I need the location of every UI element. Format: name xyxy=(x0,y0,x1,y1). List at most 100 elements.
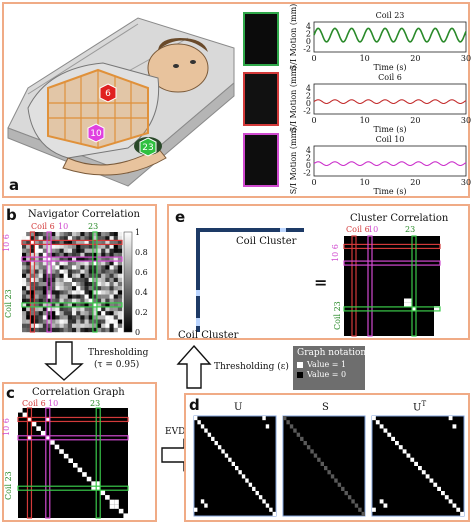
matrix-cell xyxy=(34,307,39,312)
diagonal-cell xyxy=(313,453,318,458)
diagonal-cell xyxy=(358,507,362,512)
matrix-cell xyxy=(88,261,94,266)
matrix-cell xyxy=(30,248,35,254)
diagonal-cell xyxy=(410,457,415,462)
diagonal-cell xyxy=(303,441,307,446)
matrix-cell xyxy=(101,327,106,333)
matrix-cell xyxy=(51,261,56,266)
diagonal-cell xyxy=(330,474,335,479)
matrix-cell xyxy=(59,273,64,279)
matrix-cell xyxy=(97,327,102,333)
matrix-cell xyxy=(51,319,56,324)
matrix-cell xyxy=(72,257,77,262)
plot-frame xyxy=(313,145,467,177)
matrix-cell xyxy=(80,282,85,287)
matrix-cell xyxy=(76,265,81,270)
matrix-cell xyxy=(88,269,94,274)
matrix-cell xyxy=(55,282,60,287)
matrix-cell xyxy=(47,273,52,279)
matrix-cell xyxy=(34,294,39,299)
matrix-cell xyxy=(51,240,56,245)
matrix-cell xyxy=(88,315,94,320)
colorbar-tick: 0.8 xyxy=(135,248,148,257)
matrix-cell xyxy=(97,236,102,241)
highlight-col xyxy=(95,407,101,519)
matrix-cell xyxy=(34,248,39,254)
matrix-cell xyxy=(26,290,31,295)
matrix-cell xyxy=(26,265,31,270)
matrix-cell xyxy=(109,307,114,312)
matrix-cell xyxy=(97,240,102,245)
matrix-cell xyxy=(55,261,60,266)
diagonal-cell xyxy=(245,478,249,483)
diagonal-cell xyxy=(40,430,46,436)
matrix-cell xyxy=(59,290,64,295)
diagonal-cell xyxy=(258,495,263,500)
matrix-cell xyxy=(80,244,85,249)
matrix-cell xyxy=(26,248,31,254)
panel-b-label: b xyxy=(6,206,17,224)
diagonal-cell xyxy=(114,504,119,509)
matrix-cell xyxy=(59,286,64,291)
matrix-cell xyxy=(22,240,27,245)
matrix-cell xyxy=(109,323,114,329)
matrix-cell xyxy=(42,277,48,283)
matrix-cell xyxy=(72,315,77,320)
colorbar-tick: 0.6 xyxy=(135,268,148,277)
matrix-cell xyxy=(22,298,27,304)
matrix-cell xyxy=(26,286,31,291)
matrix-cell xyxy=(63,232,69,237)
coil-6-marker: 6 xyxy=(105,89,111,99)
matrix-cell xyxy=(38,290,44,295)
matrix-cell xyxy=(34,273,39,279)
cluster-row-active xyxy=(280,228,286,232)
matrix-cell xyxy=(80,327,85,333)
matrix-cell xyxy=(47,311,52,316)
matrix-cell xyxy=(63,248,69,254)
matrix-cell xyxy=(47,294,52,299)
matrix-cell xyxy=(101,277,106,283)
matrix-cell xyxy=(105,319,110,324)
diagonal-cell xyxy=(252,486,256,491)
highlight-col xyxy=(45,407,51,519)
diagonal-cell xyxy=(317,457,321,462)
matrix-cell xyxy=(92,294,98,299)
matrix-cell xyxy=(55,265,60,270)
highlight-col xyxy=(92,231,98,333)
edge-cell xyxy=(109,504,115,509)
matrix-cell xyxy=(84,327,89,333)
matrix-cell xyxy=(113,282,119,287)
matrix-cell xyxy=(84,252,89,258)
highlight-col xyxy=(26,407,33,519)
matrix-u xyxy=(193,415,277,517)
matrix-cell xyxy=(42,302,48,308)
matrix-cell xyxy=(67,319,73,324)
matrix-cell xyxy=(88,302,94,308)
matrix-cell xyxy=(92,311,98,316)
diagonal-cell xyxy=(224,453,229,458)
matrix-cell xyxy=(113,277,119,283)
matrix-cell xyxy=(92,323,98,329)
diagonal-cell xyxy=(391,436,395,441)
matrix-cell xyxy=(101,248,106,254)
y-tick: -2 xyxy=(303,106,311,115)
diagonal-cell xyxy=(289,424,294,429)
matrix-cell xyxy=(34,257,39,262)
matrix-cell xyxy=(55,277,60,283)
c-coil23-label: 23 xyxy=(90,399,101,408)
cluster-col-active xyxy=(196,290,200,296)
matrix-cell xyxy=(76,323,81,329)
matrix-cell xyxy=(34,286,39,291)
e-left10-label: 10 6 xyxy=(331,244,340,262)
matrix-cell xyxy=(51,244,56,249)
matrix-cell xyxy=(63,311,69,316)
e-coil10-label: 10 xyxy=(368,225,379,234)
matrix-cell xyxy=(72,244,77,249)
diagonal-cell xyxy=(269,507,273,512)
offdiag-cell xyxy=(194,507,198,512)
matrix-cell xyxy=(55,236,60,241)
matrix-cell xyxy=(97,265,102,270)
matrix-cell xyxy=(117,286,123,291)
diagonal-cell xyxy=(296,432,301,437)
highlight-row xyxy=(21,256,123,262)
